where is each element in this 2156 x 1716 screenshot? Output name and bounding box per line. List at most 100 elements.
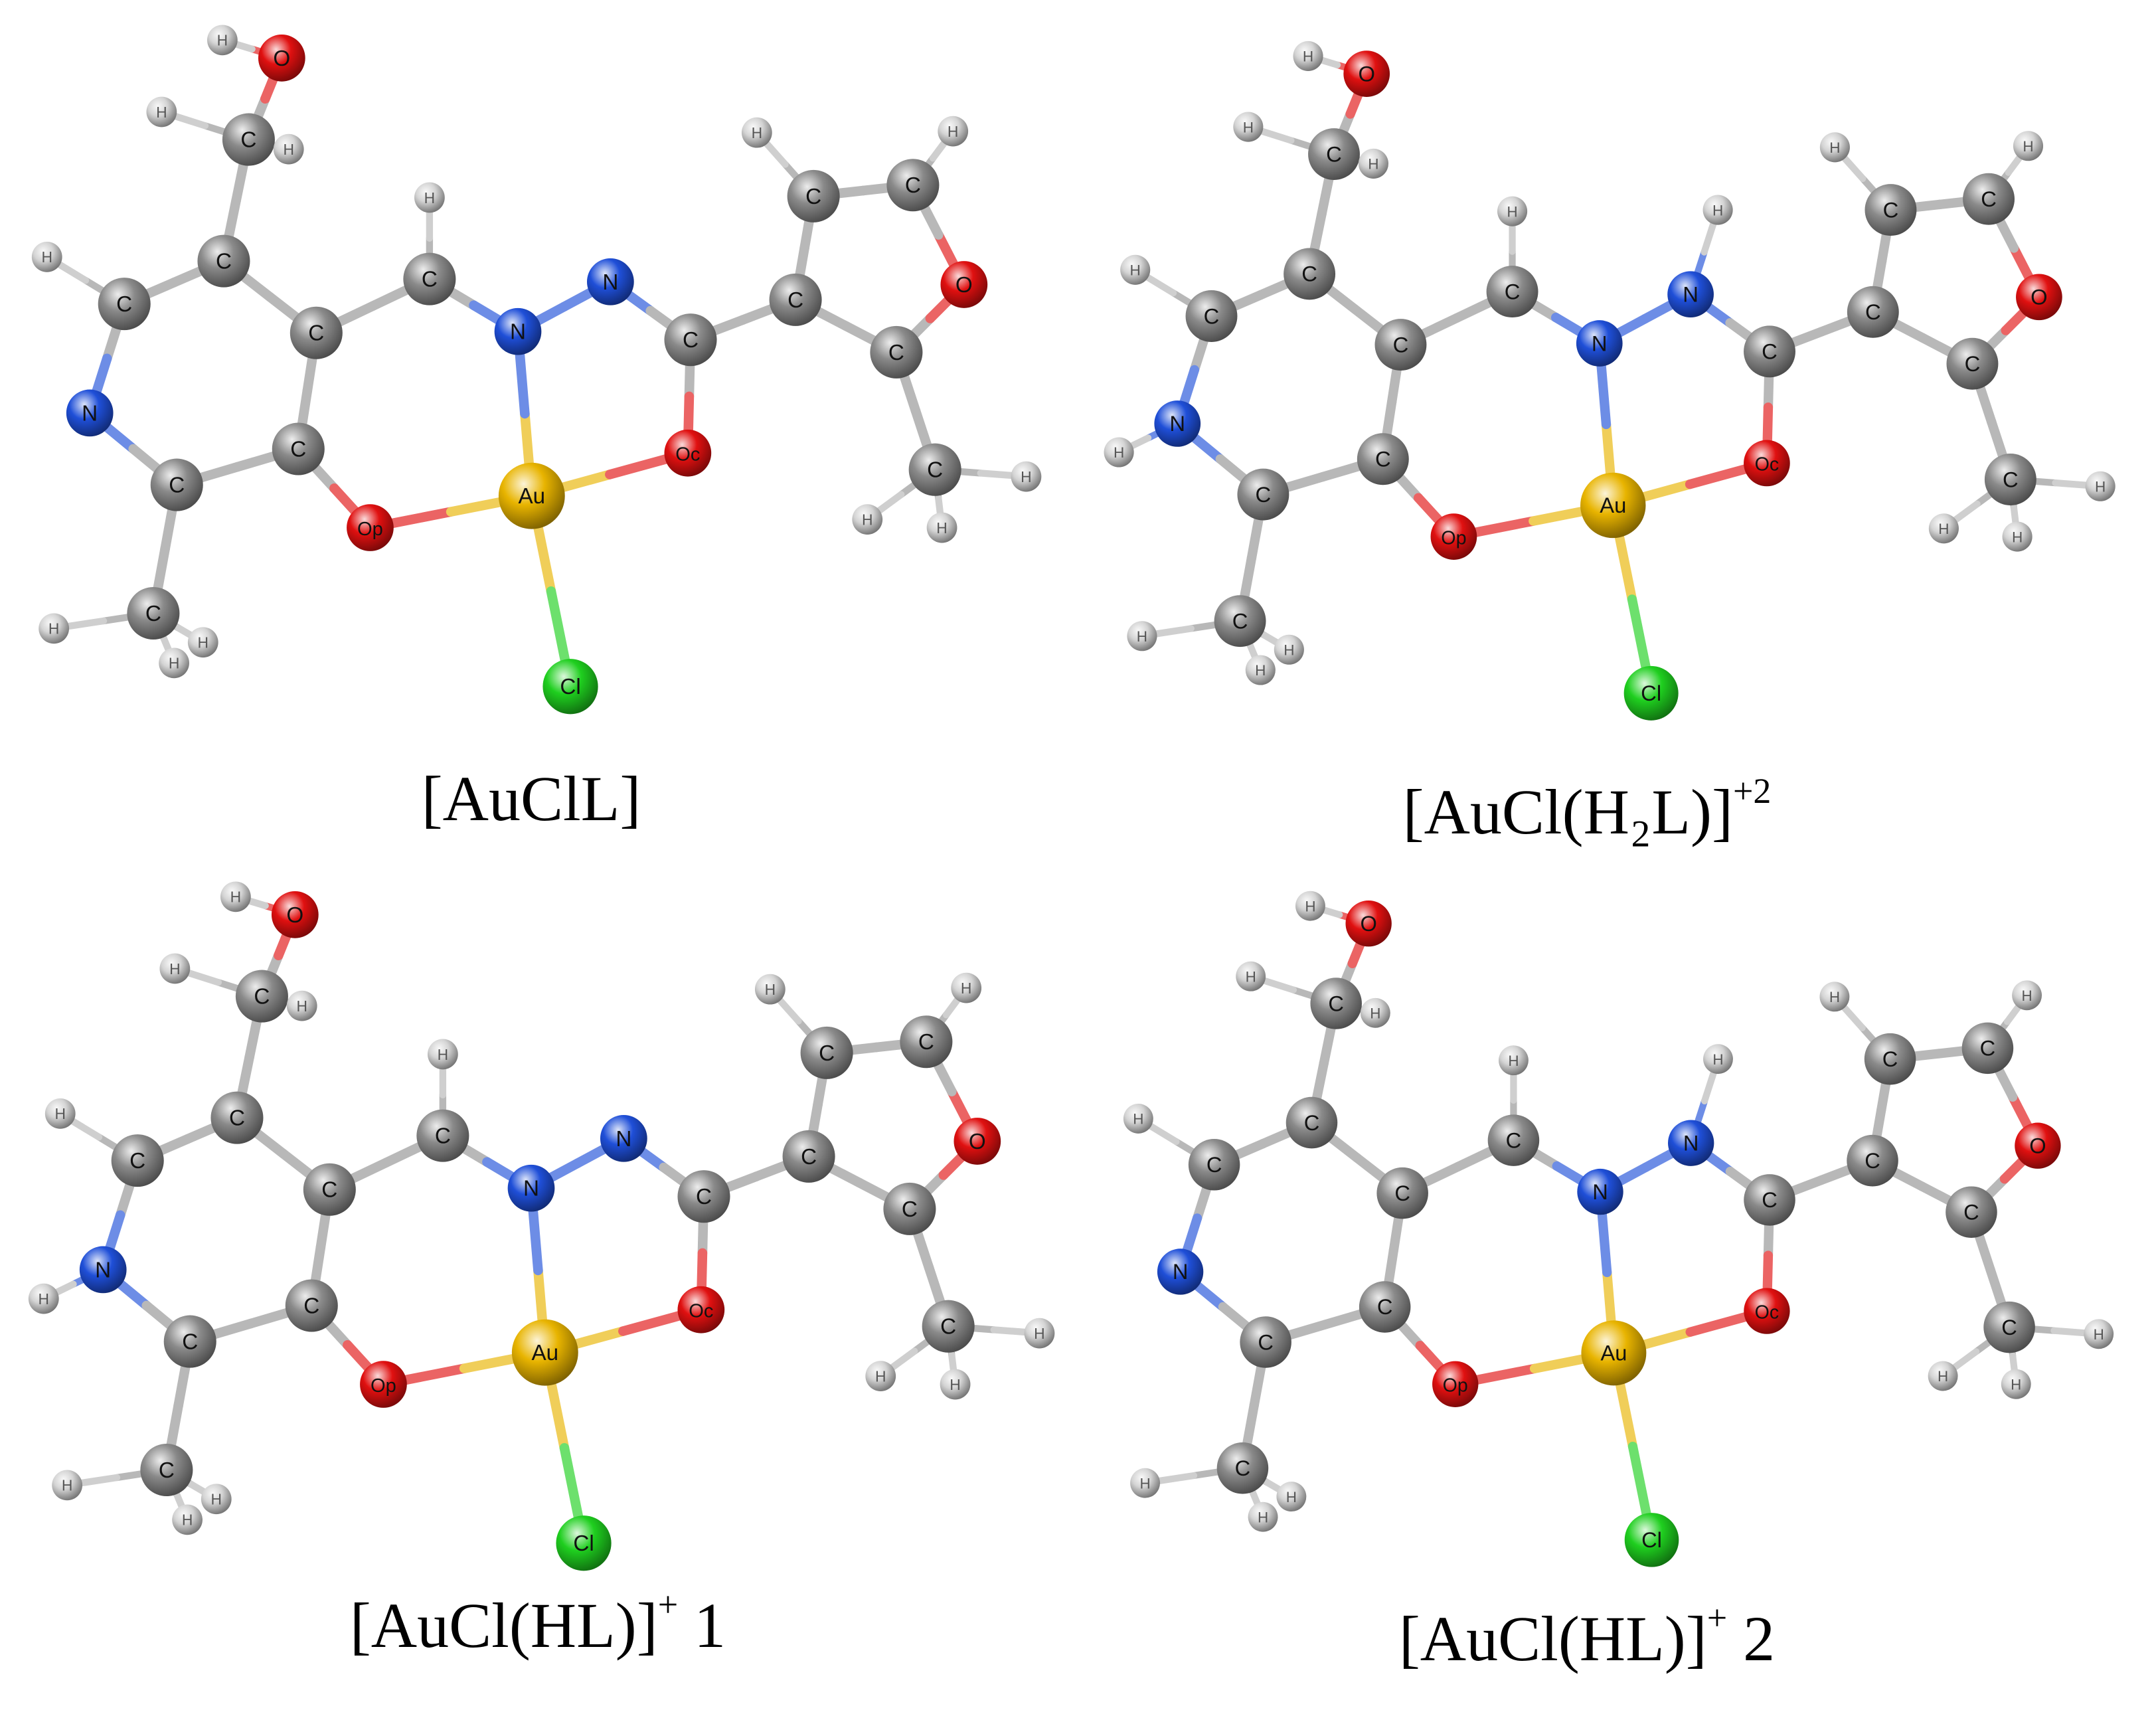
atom-sphere — [1284, 248, 1336, 300]
atom-sphere — [1624, 1513, 1679, 1567]
atom-sphere — [494, 307, 542, 355]
atom-h: H — [31, 242, 62, 272]
atom-c: C — [1963, 173, 2015, 225]
atom-h: H — [428, 1039, 458, 1070]
atom-label: C — [683, 328, 699, 353]
atom-sphere — [79, 1246, 127, 1294]
atom-sphere — [1285, 1096, 1338, 1149]
atom-sphere — [1157, 1248, 1204, 1295]
atom-h: H — [1703, 1044, 1733, 1074]
atom-sphere — [286, 990, 317, 1021]
atom-label: C — [308, 321, 324, 346]
atom-c: C — [1188, 1139, 1240, 1191]
atom-c: C — [1237, 468, 1289, 521]
atom-h: H — [1702, 195, 1733, 225]
atom-label: H — [197, 634, 208, 651]
atom-label: N — [616, 1127, 631, 1152]
atom-c: C — [1240, 1316, 1291, 1368]
atom-label: C — [1762, 1187, 1778, 1212]
atom-c: C — [235, 970, 288, 1023]
atom-sphere — [1623, 665, 1679, 721]
atom-label: H — [2021, 987, 2032, 1004]
atom-sphere — [428, 1039, 458, 1070]
atom-label: N — [1169, 411, 1185, 436]
atom-c: C — [1865, 184, 1917, 236]
atom-label: H — [1507, 203, 1517, 220]
atom-c: C — [140, 1444, 193, 1497]
atom-label: H — [2012, 529, 2023, 545]
atom-o: O — [1343, 50, 1390, 97]
atom-sphere — [1819, 132, 1850, 163]
atom-o: O — [940, 261, 988, 308]
atom-sphere — [1946, 337, 1999, 390]
atom-label: H — [48, 620, 60, 638]
atom-label: H — [169, 960, 181, 978]
atom-label: C — [422, 268, 438, 292]
atom-h: H — [940, 1369, 971, 1400]
caption-4: [AuCl(HL)]+ 2 — [1399, 1598, 1775, 1674]
atom-sphere — [600, 1114, 647, 1162]
atom-label: C — [129, 1149, 145, 1173]
atom-label: H — [54, 1105, 66, 1122]
atom-h: H — [220, 881, 251, 912]
atom-h: H — [1499, 1045, 1529, 1076]
atom-label: H — [283, 141, 294, 158]
caption-formula: [AuClL] — [422, 763, 641, 834]
atom-h: H — [1248, 1502, 1278, 1532]
atom-sphere — [1310, 978, 1362, 1029]
atom-h: H — [1293, 41, 1323, 71]
atom-c: C — [222, 113, 275, 166]
atom-op: Op — [1430, 513, 1477, 560]
atom-label: H — [752, 124, 763, 141]
atom-sphere — [2085, 471, 2115, 501]
atom-label: H — [169, 655, 180, 672]
atom-label: H — [875, 1367, 886, 1385]
atom-sphere — [52, 1470, 82, 1501]
atom-h: H — [52, 1470, 82, 1501]
atom-sphere — [1581, 1320, 1647, 1386]
atom-au: Au — [1580, 472, 1646, 539]
atom-h: H — [1276, 1482, 1307, 1512]
atom-label: H — [41, 248, 52, 266]
atom-label: Cl — [1641, 681, 1661, 705]
atom-h: H — [159, 647, 189, 679]
atom-sphere — [1127, 621, 1157, 651]
atom-label: H — [1034, 1325, 1045, 1342]
atom-c: C — [290, 306, 343, 359]
atom-cl: Cl — [1623, 665, 1679, 721]
atom-sphere — [1237, 468, 1289, 521]
atom-sphere — [677, 1286, 725, 1333]
atom-sphere — [900, 1015, 953, 1069]
atom-label: C — [1375, 447, 1391, 472]
atom-sphere — [1248, 1502, 1278, 1532]
atom-n: N — [79, 1246, 127, 1294]
atom-label: C — [290, 437, 306, 462]
atom-label: Au — [1600, 493, 1626, 517]
atom-label: H — [182, 1511, 193, 1529]
atom-sphere — [140, 1444, 193, 1497]
atom-c: C — [1376, 1167, 1428, 1219]
atom-label: C — [1232, 608, 1248, 633]
atom-sphere — [220, 881, 251, 912]
atom-label: C — [918, 1030, 934, 1055]
atom-sphere — [235, 970, 288, 1023]
atom-sphere — [754, 974, 786, 1005]
atom-sphere — [741, 117, 772, 148]
atom-sphere — [1486, 266, 1538, 318]
atom-h: H — [1360, 997, 1390, 1028]
atom-n: N — [1576, 320, 1623, 367]
atom-h: H — [146, 96, 177, 128]
atom-label: C — [1506, 1128, 1522, 1152]
caption-charge: + — [1707, 1598, 1727, 1638]
atom-label: H — [936, 519, 948, 537]
atom-label: C — [1304, 1110, 1320, 1135]
atom-h: H — [951, 972, 982, 1003]
atom-c: C — [1310, 978, 1362, 1029]
atom-label: N — [1683, 1130, 1699, 1155]
atom-label: C — [1883, 197, 1899, 222]
atom-h: H — [865, 1361, 896, 1391]
atom-sphere — [883, 1182, 936, 1235]
